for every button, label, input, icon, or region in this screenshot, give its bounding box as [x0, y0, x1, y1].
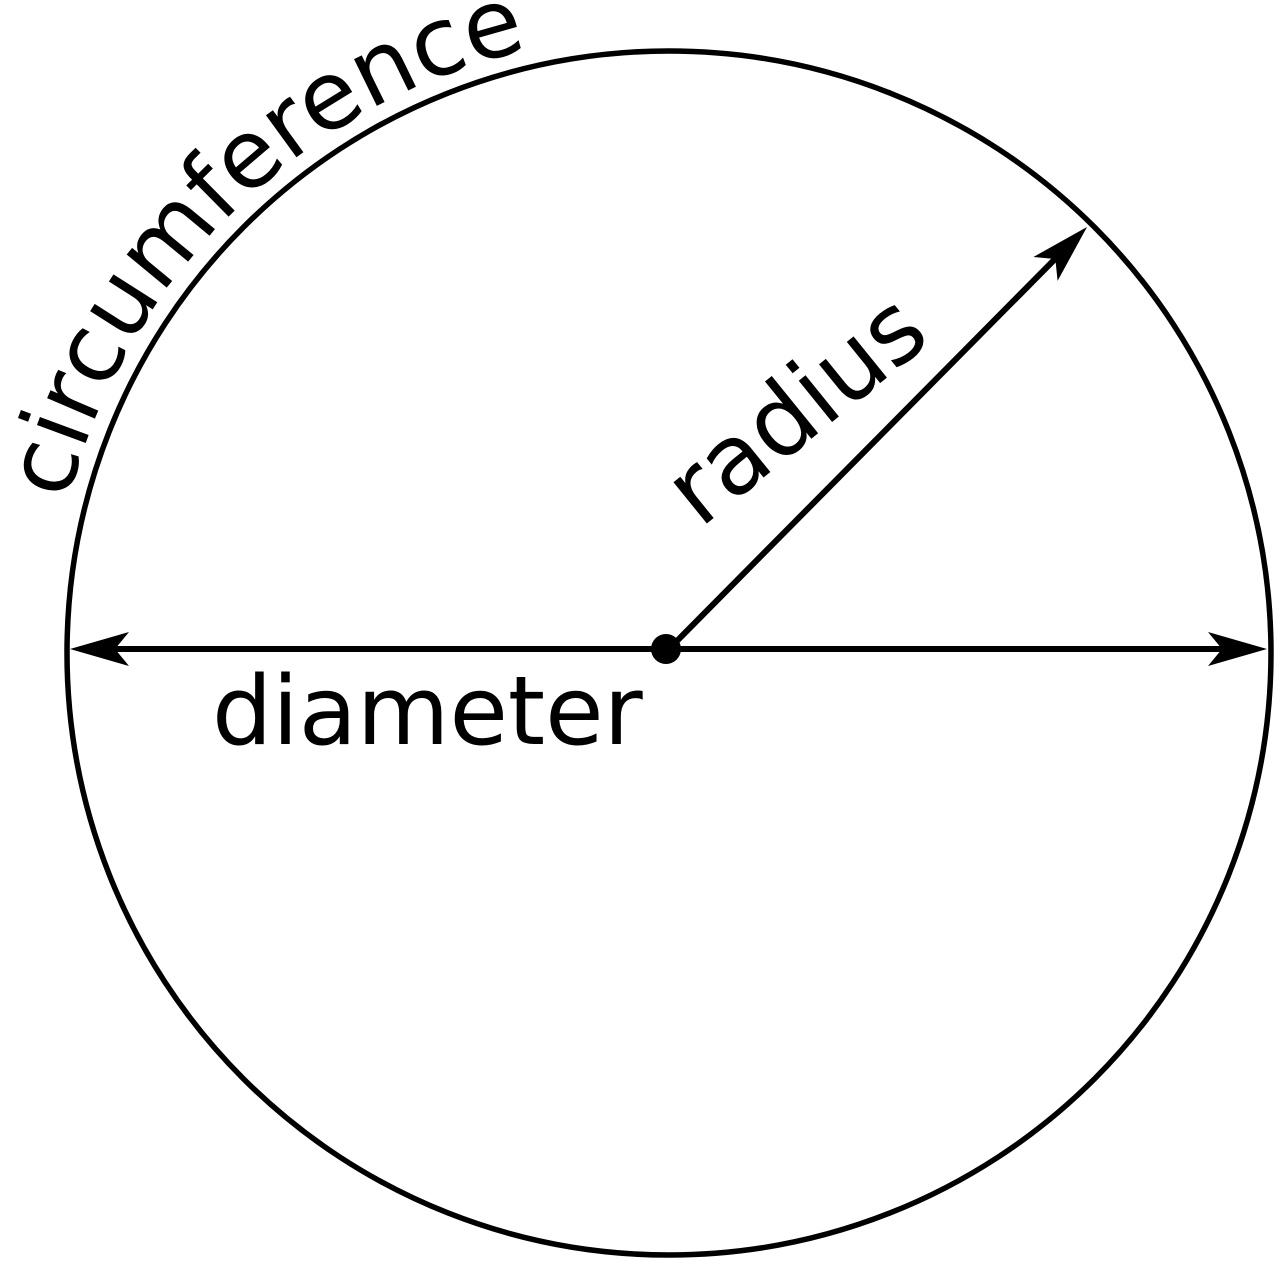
diameter-arrowhead-right-icon — [1208, 632, 1267, 666]
radius-arrowhead-icon — [1033, 227, 1087, 281]
center-dot — [651, 634, 681, 664]
diameter-arrowhead-left-icon — [70, 632, 129, 666]
circumference-label: circumference — [0, 0, 535, 508]
circle-outline — [64, 48, 1274, 1258]
radius-label: radius — [643, 270, 947, 547]
circumference-label-text: circumference — [0, 0, 535, 508]
diameter-label: diameter — [212, 657, 644, 767]
radius-line — [666, 253, 1061, 652]
